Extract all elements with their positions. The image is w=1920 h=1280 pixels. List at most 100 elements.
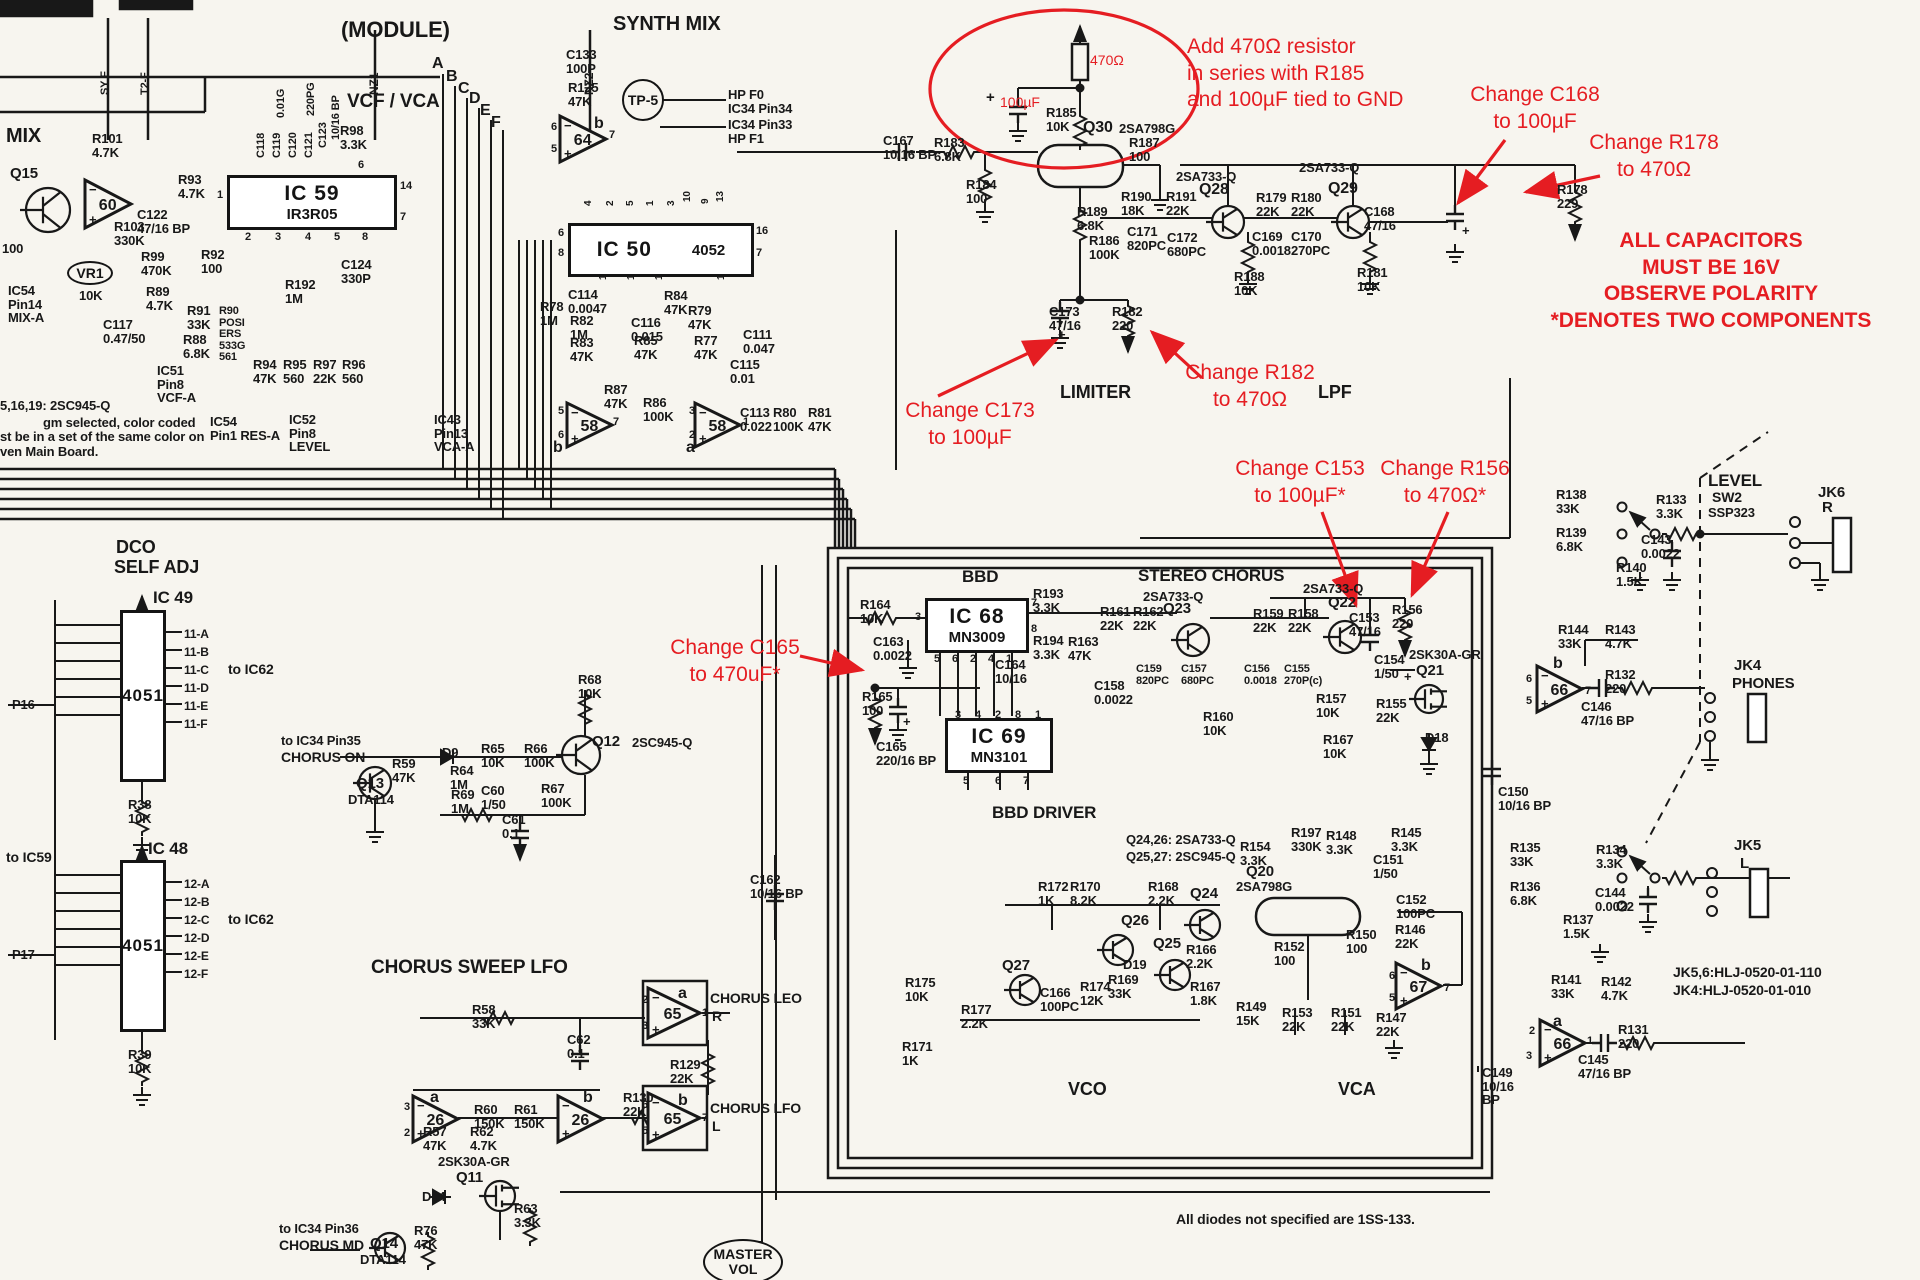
component-label: R86 100K (643, 395, 674, 424)
opamp-symbol: 66−+ (1535, 663, 1586, 715)
component-label: C115 0.01 (730, 357, 760, 386)
component-label: R58 33K (472, 1002, 496, 1031)
component-label: R140 1.5K (1616, 560, 1647, 589)
component-label: 2 (642, 994, 648, 1006)
red-annotation: Change C173 to 100µF (905, 399, 1035, 449)
transistor-symbol (1171, 622, 1211, 658)
component-label: IC43 Pin13 VCA-A (434, 412, 475, 455)
component-label: R94 47K (253, 357, 277, 386)
component-label: R62 4.7K (470, 1124, 497, 1153)
labelled-node: TP-5 (622, 79, 664, 121)
component-label: R175 10K (905, 975, 936, 1004)
component-label: R166 2.2K (1186, 942, 1217, 971)
component-label: SSP323 (1708, 505, 1755, 520)
component-label: C116 0.015 (631, 315, 663, 344)
component-label: LIMITER (1060, 382, 1131, 402)
component-label: T2-F (139, 72, 151, 95)
component-label: 4 (988, 653, 994, 665)
component-label: R187 100 (1129, 135, 1160, 164)
component-label: R189 6.8K (1077, 204, 1108, 233)
component-label: 2SA733-Q (1176, 169, 1237, 184)
component-label: R134 3.3K (1596, 842, 1627, 871)
component-label: 11-C (184, 663, 209, 677)
component-label: 2 (605, 200, 616, 206)
component-label: 7 (400, 211, 406, 223)
ic-chip: 4051 (120, 610, 166, 782)
ic-part-number: IR3R05 (286, 206, 338, 223)
ic-name: IC 50 (596, 238, 652, 261)
component-label: 1 (743, 416, 749, 428)
component-label: 7 (1444, 982, 1450, 994)
component-label: C124 330P (341, 257, 372, 286)
component-label: CHORUS ON (281, 749, 366, 765)
component-label: R97 22K (313, 357, 337, 386)
component-label: IC34 Pin33 (728, 117, 793, 132)
component-label: 11-F (184, 717, 208, 731)
component-label: 11-A (184, 627, 209, 641)
component-label: b (678, 1092, 688, 1109)
component-label: 3 (404, 1101, 410, 1113)
component-label: Q25,27: 2SC945-Q (1126, 849, 1236, 864)
component-label: R129 22K (670, 1057, 701, 1086)
component-label: 2SA798G (1119, 121, 1176, 136)
component-label: C120 (287, 132, 299, 158)
component-label: 9 (700, 198, 711, 204)
component-label: R83 47K (570, 335, 594, 364)
svg-text:26: 26 (427, 1112, 445, 1129)
component-label: R157 10K (1316, 691, 1347, 720)
component-label: C121 (303, 132, 315, 158)
component-label: R158 22K (1288, 606, 1319, 635)
component-label: R184 100 (966, 177, 997, 206)
component-label: JK5 (1734, 837, 1762, 854)
component-label: C145 47/16 BP (1578, 1052, 1632, 1081)
component-label: P16 (12, 697, 35, 712)
component-label: JK4:HLJ-0520-01-010 (1673, 982, 1812, 998)
component-label: R188 10K (1234, 269, 1265, 298)
component-label: R130 22K (623, 1090, 654, 1119)
component-label: C171 820PC (1127, 224, 1166, 253)
component-label: D19 (1123, 957, 1147, 972)
component-label: MIX (6, 125, 42, 147)
component-label: HP F0 (728, 87, 764, 102)
component-label: 3 (915, 611, 921, 623)
component-label: C113 0.022 (740, 405, 772, 434)
component-label: 16 (756, 225, 768, 237)
component-label: + (1462, 223, 1470, 238)
component-label: IC54 Pin14 MIX-A (8, 283, 45, 326)
svg-text:+: + (562, 1126, 570, 1141)
opamp-symbol: 64−+ (558, 113, 610, 165)
component-label: 2 (689, 429, 695, 441)
red-annotation: ALL CAPACITORS MUST BE 16V OBSERVE POLAR… (1550, 229, 1872, 332)
ic-part-number: MN3101 (970, 749, 1028, 766)
component-label: R150 100 (1346, 927, 1377, 956)
svg-text:+: + (1400, 993, 1408, 1008)
component-label: C163 0.0022 (873, 634, 912, 663)
component-label: 5 (642, 1125, 648, 1137)
component-label: R194 3.3K (1033, 633, 1064, 662)
component-label: C158 0.0022 (1094, 678, 1133, 707)
component-label: C172 680PC (1167, 230, 1206, 259)
component-label: 6 (558, 429, 564, 441)
red-annotation: Change C165 to 470uF* (670, 636, 800, 686)
component-label: C149 10/16 BP (1482, 1065, 1514, 1108)
component-label: 8 (1015, 709, 1021, 721)
svg-text:+: + (1544, 1050, 1552, 1065)
component-label: Q15 (10, 165, 38, 182)
component-label: R98 3.3K (340, 123, 367, 152)
component-label: IC52 Pin8 LEVEL (289, 412, 331, 455)
component-label: R99 470K (141, 249, 172, 278)
component-label: 1 (1587, 1035, 1593, 1047)
component-label: b (553, 439, 563, 456)
component-label: 7 (609, 129, 615, 141)
component-label: CHORUS SWEEP LFO (371, 957, 568, 978)
opamp-symbol: 65−+ (641, 979, 709, 1047)
component-label: 2SK30A-GR (438, 1154, 510, 1169)
component-label: SY F (99, 71, 111, 95)
svg-text:+: + (652, 1022, 660, 1037)
ic-chip: 4051 (120, 860, 166, 1032)
component-label: 12-A (184, 877, 210, 891)
red-annotation: 100µF (1000, 94, 1040, 110)
component-label: R92 100 (201, 247, 225, 276)
component-label: 12-D (184, 931, 210, 945)
component-label: 3 (666, 200, 677, 206)
